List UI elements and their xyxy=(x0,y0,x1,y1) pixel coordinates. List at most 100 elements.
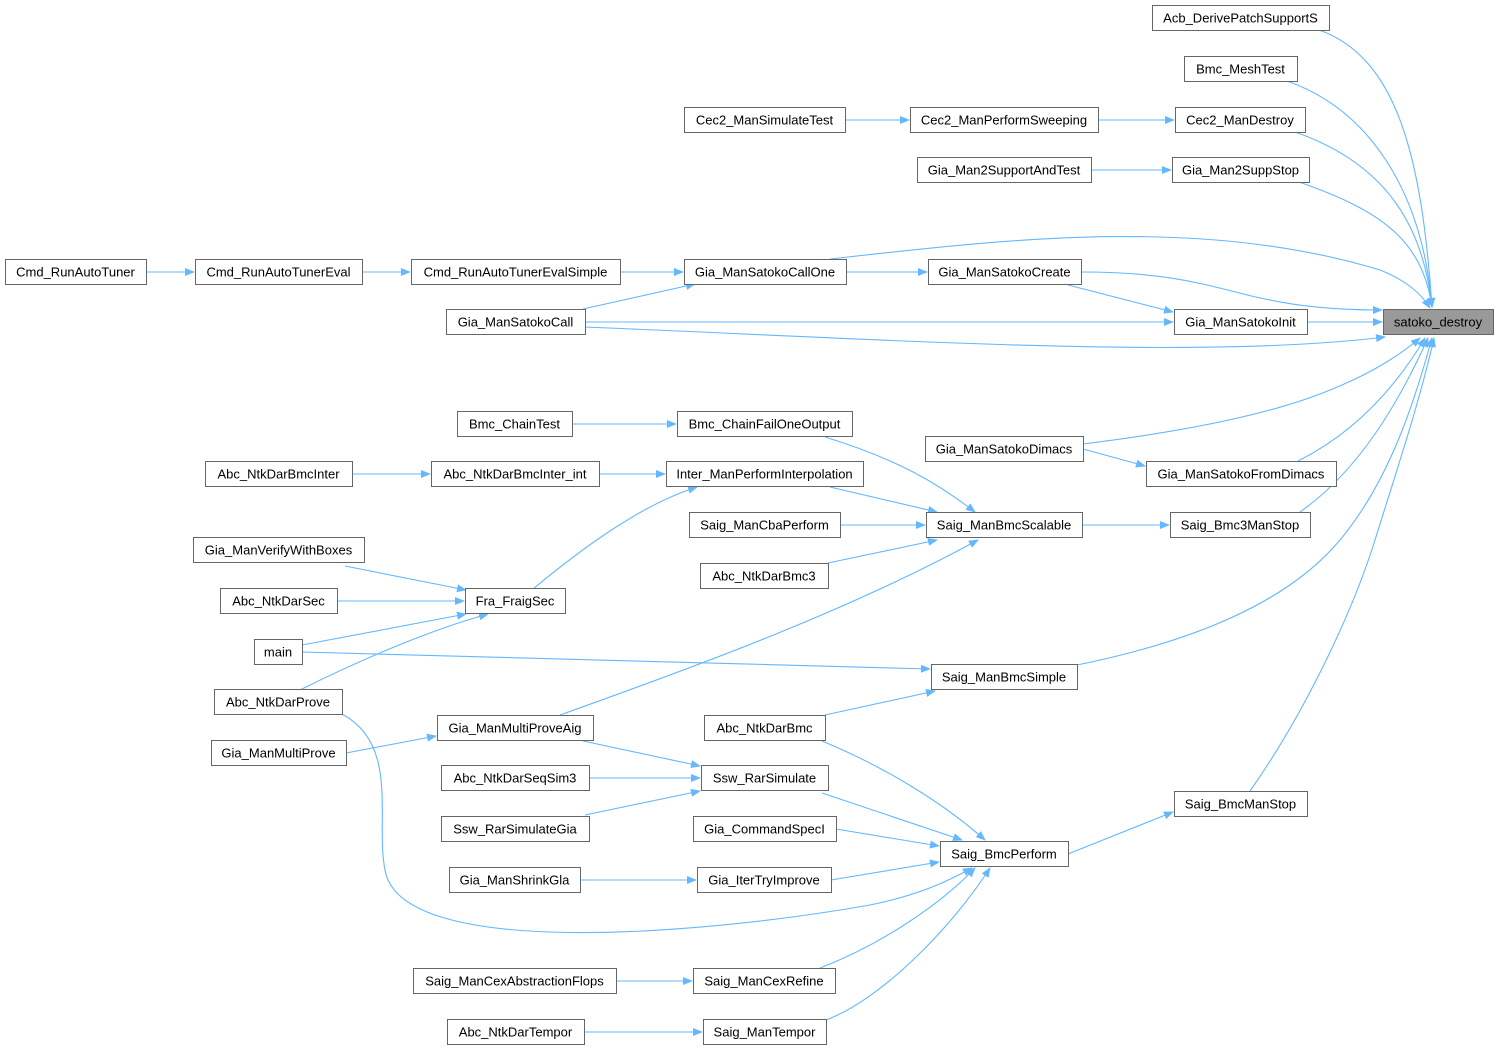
node-box xyxy=(447,1019,585,1045)
node-Saig_ManCexRefine[interactable]: Saig_ManCexRefine xyxy=(693,968,836,994)
node-label: Gia_ManMultiProve xyxy=(221,746,335,761)
node-box xyxy=(1170,512,1311,538)
node-label: Cec2_ManPerformSweeping xyxy=(921,113,1087,128)
node-Gia_Man2SuppStop[interactable]: Gia_Man2SuppStop xyxy=(1172,157,1310,183)
node-label: Bmc_ChainTest xyxy=(469,417,560,432)
edge-Gia_ManSatokoCallOne-to-satoko_destroy xyxy=(829,235,1431,309)
node-Abc_NtkDarSeqSim3[interactable]: Abc_NtkDarSeqSim3 xyxy=(441,765,590,791)
node-Fra_FraigSec[interactable]: Fra_FraigSec xyxy=(465,588,566,614)
node-Gia_ManSatokoCall[interactable]: Gia_ManSatokoCall xyxy=(446,309,586,335)
node-label: Cmd_RunAutoTunerEvalSimple xyxy=(424,265,608,280)
node-Gia_ManMultiProve[interactable]: Gia_ManMultiProve xyxy=(211,740,347,766)
edge-Bmc_MeshTest-to-satoko_destroy xyxy=(1286,80,1436,308)
edge-Gia_ManSatokoCall-to-Gia_ManSatokoCallOne xyxy=(582,282,696,310)
node-label: Gia_ManSatokoInit xyxy=(1185,315,1296,330)
node-Gia_ManSatokoDimacs[interactable]: Gia_ManSatokoDimacs xyxy=(925,436,1084,462)
node-Cec2_ManPerformSweeping[interactable]: Cec2_ManPerformSweeping xyxy=(910,107,1099,133)
edge-Gia_ManMultiProveAig-to-Ssw_RarSimulate xyxy=(582,740,701,769)
node-Saig_BmcPerform[interactable]: Saig_BmcPerform xyxy=(940,841,1069,867)
node-Acb_DerivePatchSupportS[interactable]: Acb_DerivePatchSupportS xyxy=(1152,5,1330,31)
node-box xyxy=(704,715,826,741)
edge-Bmc_ChainFailOneOutput-to-Saig_ManBmcScalable xyxy=(824,436,976,513)
node-Inter_ManPerformInterpolation[interactable]: Inter_ManPerformInterpolation xyxy=(666,461,864,487)
node-Gia_IterTryImprove[interactable]: Gia_IterTryImprove xyxy=(697,867,832,893)
node-Bmc_ChainFailOneOutput[interactable]: Bmc_ChainFailOneOutput xyxy=(677,411,853,437)
node-label: Saig_BmcPerform xyxy=(951,847,1056,862)
node-box xyxy=(703,1019,827,1045)
node-box xyxy=(205,461,353,487)
node-label: Gia_ManSatokoCreate xyxy=(938,265,1070,280)
node-label: Cec2_ManDestroy xyxy=(1186,113,1294,128)
node-Cmd_RunAutoTunerEvalSimple[interactable]: Cmd_RunAutoTunerEvalSimple xyxy=(411,259,621,285)
node-Gia_ManSatokoInit[interactable]: Gia_ManSatokoInit xyxy=(1174,309,1308,335)
node-box xyxy=(1174,309,1308,335)
node-Gia_ManMultiProveAig[interactable]: Gia_ManMultiProveAig xyxy=(437,715,594,741)
node-Gia_ManSatokoCreate[interactable]: Gia_ManSatokoCreate xyxy=(928,259,1082,285)
node-Gia_ManVerifyWithBoxes[interactable]: Gia_ManVerifyWithBoxes xyxy=(193,537,365,563)
node-Saig_Bmc3ManStop[interactable]: Saig_Bmc3ManStop xyxy=(1170,512,1311,538)
edge-Abc_NtkDarBmc3-to-Saig_ManBmcScalable xyxy=(827,537,938,564)
node-label: Ssw_RarSimulateGia xyxy=(453,822,577,837)
node-label: Fra_FraigSec xyxy=(476,594,555,609)
node-Gia_Man2SupportAndTest[interactable]: Gia_Man2SupportAndTest xyxy=(917,157,1092,183)
node-Gia_ManSatokoCallOne[interactable]: Gia_ManSatokoCallOne xyxy=(684,259,847,285)
node-label: Saig_ManCbaPerform xyxy=(700,518,829,533)
node-Abc_NtkDarProve[interactable]: Abc_NtkDarProve xyxy=(214,689,343,715)
node-Cec2_ManSimulateTest[interactable]: Cec2_ManSimulateTest xyxy=(684,107,846,133)
node-label: Saig_ManCexRefine xyxy=(704,974,823,989)
node-Abc_NtkDarBmcInter_int[interactable]: Abc_NtkDarBmcInter_int xyxy=(431,461,600,487)
edge-Gia_IterTryImprove-to-Saig_BmcPerform xyxy=(830,859,940,881)
node-box xyxy=(446,309,586,335)
node-Bmc_MeshTest[interactable]: Bmc_MeshTest xyxy=(1184,56,1298,82)
node-Gia_ManShrinkGla[interactable]: Gia_ManShrinkGla xyxy=(449,867,581,893)
node-Abc_NtkDarSec[interactable]: Abc_NtkDarSec xyxy=(220,588,338,614)
node-label: Gia_Man2SuppStop xyxy=(1182,163,1299,178)
node-Saig_ManTempor[interactable]: Saig_ManTempor xyxy=(703,1019,827,1045)
node-Saig_ManBmcSimple[interactable]: Saig_ManBmcSimple xyxy=(931,664,1078,690)
edge-Fra_FraigSec-to-Inter_ManPerformInterpolation xyxy=(532,485,698,590)
node-Abc_NtkDarBmc3[interactable]: Abc_NtkDarBmc3 xyxy=(700,563,829,589)
node-Saig_ManCbaPerform[interactable]: Saig_ManCbaPerform xyxy=(689,512,841,538)
node-label: Inter_ManPerformInterpolation xyxy=(676,467,852,482)
node-label: Abc_NtkDarProve xyxy=(226,695,330,710)
edge-Saig_Bmc3ManStop-to-satoko_destroy xyxy=(1299,337,1429,513)
node-Saig_ManCexAbstractionFlops[interactable]: Saig_ManCexAbstractionFlops xyxy=(413,968,617,994)
node-Abc_NtkDarBmcInter[interactable]: Abc_NtkDarBmcInter xyxy=(205,461,353,487)
node-satoko_destroy[interactable]: satoko_destroy xyxy=(1383,309,1494,335)
node-label: main xyxy=(264,645,292,660)
edge-Abc_NtkDarProve-to-Fra_FraigSec xyxy=(299,612,489,691)
node-box xyxy=(1383,309,1494,335)
node-Abc_NtkDarBmc[interactable]: Abc_NtkDarBmc xyxy=(704,715,826,741)
node-Saig_ManBmcScalable[interactable]: Saig_ManBmcScalable xyxy=(926,512,1083,538)
node-Cec2_ManDestroy[interactable]: Cec2_ManDestroy xyxy=(1175,107,1306,133)
node-Cmd_RunAutoTunerEval[interactable]: Cmd_RunAutoTunerEval xyxy=(195,259,363,285)
node-Abc_NtkDarTempor[interactable]: Abc_NtkDarTempor xyxy=(447,1019,585,1045)
node-label: Gia_CommandSpecI xyxy=(704,822,825,837)
node-Ssw_RarSimulate[interactable]: Ssw_RarSimulate xyxy=(701,765,829,791)
node-Cmd_RunAutoTuner[interactable]: Cmd_RunAutoTuner xyxy=(5,259,147,285)
edge-Ssw_RarSimulate-to-Saig_BmcPerform xyxy=(821,792,963,841)
node-box xyxy=(431,461,600,487)
node-label: Abc_NtkDarTempor xyxy=(459,1025,573,1040)
node-label: Bmc_ChainFailOneOutput xyxy=(689,417,841,432)
node-box xyxy=(693,968,836,994)
edge-Abc_NtkDarBmc-to-Saig_ManBmcSimple xyxy=(824,689,936,716)
node-box xyxy=(693,816,837,842)
node-Ssw_RarSimulateGia[interactable]: Ssw_RarSimulateGia xyxy=(441,816,590,842)
node-label: Gia_Man2SupportAndTest xyxy=(928,163,1081,178)
node-box xyxy=(917,157,1092,183)
node-label: Ssw_RarSimulate xyxy=(713,771,816,786)
node-Gia_CommandSpecI[interactable]: Gia_CommandSpecI xyxy=(693,816,837,842)
node-box xyxy=(437,715,594,741)
node-box xyxy=(465,588,566,614)
node-label: Gia_IterTryImprove xyxy=(708,873,820,888)
node-box xyxy=(926,512,1083,538)
node-box xyxy=(700,563,829,589)
node-box xyxy=(910,107,1099,133)
node-Saig_BmcManStop[interactable]: Saig_BmcManStop xyxy=(1174,791,1308,817)
node-main[interactable]: main xyxy=(254,639,303,665)
node-Bmc_ChainTest[interactable]: Bmc_ChainTest xyxy=(457,411,573,437)
node-Gia_ManSatokoFromDimacs[interactable]: Gia_ManSatokoFromDimacs xyxy=(1146,461,1337,487)
edge-Gia_ManSatokoFromDimacs-to-satoko_destroy xyxy=(1297,337,1426,462)
